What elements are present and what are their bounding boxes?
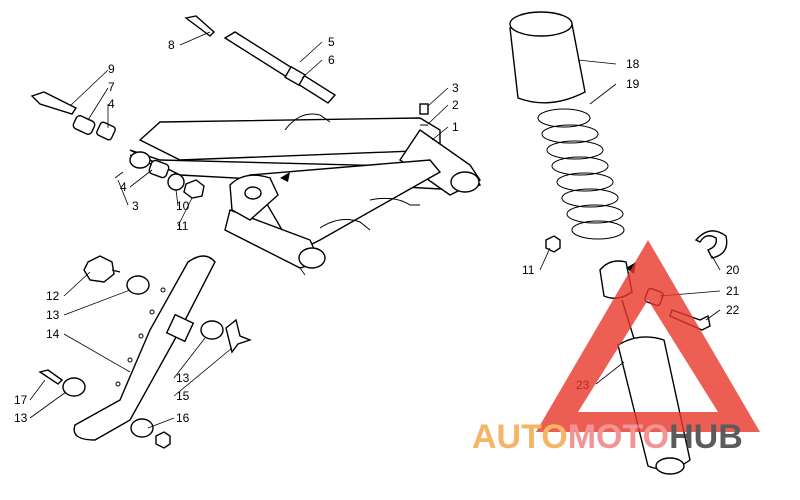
strap-hole-3 — [138, 333, 144, 339]
fitting-3-top — [419, 103, 429, 115]
arrow-marker-left — [280, 172, 290, 182]
callout-15: 15 — [176, 389, 190, 403]
lower-pivot-boss — [298, 247, 326, 269]
bracket-wire-3 — [319, 219, 371, 231]
shock-mount-hole — [244, 186, 262, 200]
nut-16 — [155, 431, 171, 449]
bolt-8 — [184, 15, 216, 37]
callout-14: 14 — [46, 327, 60, 341]
callout-9: 9 — [108, 62, 115, 76]
washer-10 — [167, 173, 185, 191]
callout-13-left: 13 — [14, 411, 28, 425]
callout-labels: 8 5 6 9 7 4 3 2 1 4 3 10 11 12 13 14 17 … — [14, 35, 740, 425]
nut-11-left — [183, 179, 205, 199]
callout-3-top: 3 — [452, 81, 459, 95]
callout-1: 1 — [452, 120, 459, 134]
spring-19 — [537, 108, 625, 240]
shaft-5 — [223, 31, 337, 104]
callout-10: 10 — [176, 199, 190, 213]
wing-nut-15 — [225, 318, 253, 354]
nut-11-right — [545, 235, 561, 253]
callout-21: 21 — [726, 284, 740, 298]
knob-stud — [111, 269, 121, 273]
bolt-9 — [30, 91, 78, 115]
washer-13-mid — [200, 320, 224, 340]
shaft-spacer-6 — [284, 65, 306, 87]
bushing-4-upper — [96, 121, 116, 141]
frame-end-boss — [450, 171, 480, 193]
callout-13-top: 13 — [46, 308, 60, 322]
strap-hole-5 — [115, 381, 121, 387]
strap-hole-1 — [160, 287, 166, 293]
strap-hole-2 — [149, 309, 155, 315]
callout-19: 19 — [626, 77, 640, 91]
callout-7: 7 — [108, 80, 115, 94]
dust-boot-top — [509, 11, 573, 37]
callout-11-right: 11 — [522, 263, 535, 277]
callout-18: 18 — [626, 57, 640, 71]
bracket-wire-1 — [284, 113, 331, 131]
knob-12 — [83, 255, 115, 283]
bushing-4-lower — [148, 159, 170, 179]
callout-5: 5 — [328, 35, 335, 49]
callout-6: 6 — [328, 53, 335, 67]
upper-shaft-group — [184, 15, 337, 104]
callout-4-lower: 4 — [120, 180, 127, 194]
grease-fitting-group — [419, 103, 429, 126]
shock-absorber-assembly — [509, 11, 728, 475]
shock-bottom-eye — [655, 457, 685, 475]
washer-13-bottom — [130, 418, 154, 438]
strap-assembly — [38, 255, 253, 449]
callout-16: 16 — [176, 411, 190, 425]
bolt-17 — [38, 369, 64, 385]
bracket-wire-2 — [369, 197, 420, 206]
left-bolt-group — [30, 91, 116, 141]
clip-20 — [694, 230, 728, 259]
watermark-logo: AUTOMOTOHUB — [472, 240, 760, 456]
leader-lines — [29, 31, 721, 429]
callout-22: 22 — [726, 303, 740, 317]
watermark-triangle — [536, 240, 760, 432]
callout-4-upper: 4 — [108, 97, 115, 111]
callout-2: 2 — [452, 98, 459, 112]
callout-20: 20 — [726, 263, 740, 277]
swing-arm-assembly — [114, 113, 482, 276]
strap-14 — [73, 255, 216, 441]
callout-3-left: 3 — [132, 199, 139, 213]
callout-12: 12 — [46, 289, 60, 303]
front-bushing — [129, 151, 151, 169]
washer-13-top — [126, 275, 150, 295]
callout-13-mid: 13 — [176, 371, 190, 385]
strap-hole-4 — [127, 357, 133, 363]
callout-11-left: 11 — [176, 219, 189, 233]
watermark-text: AUTOMOTOHUB — [472, 418, 743, 456]
washer-13-left — [62, 377, 86, 397]
strap-clip — [165, 313, 195, 343]
bushing-7 — [72, 115, 96, 135]
callout-17: 17 — [14, 393, 28, 407]
small-screw-end — [299, 267, 306, 276]
small-screw-3 — [114, 171, 124, 179]
callout-8: 8 — [168, 38, 175, 52]
